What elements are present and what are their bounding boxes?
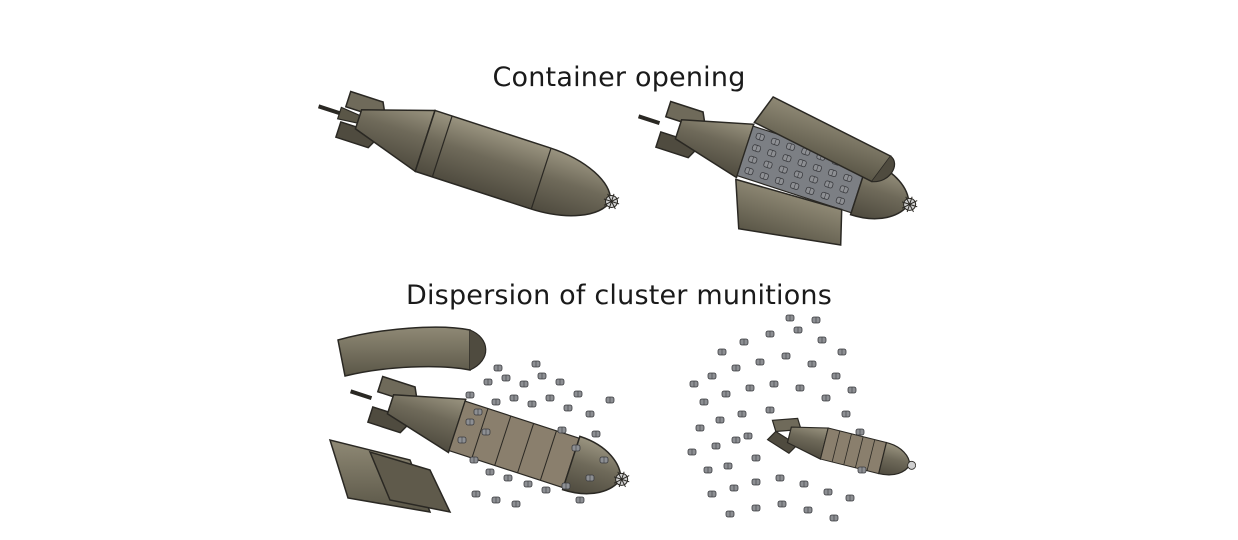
bomb-opening bbox=[637, 95, 921, 246]
bomblet-cloud-right bbox=[687, 314, 867, 522]
caption-container-opening: Container opening bbox=[492, 62, 746, 93]
bomb-dispersing bbox=[328, 326, 633, 514]
caption-dispersion: Dispersion of cluster munitions bbox=[405, 280, 833, 311]
bomb-closed bbox=[317, 90, 623, 217]
bomb-dispersed bbox=[687, 314, 917, 522]
